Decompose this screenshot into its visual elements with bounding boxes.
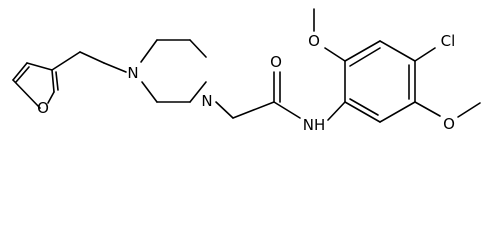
chlorine-label: Cl [441,32,456,50]
carbonyl-oxygen-label: O [270,53,282,71]
piperazine-ring [103,39,207,103]
acetamide-chain [215,71,301,119]
piperazine-n4-label: N [127,64,138,82]
furan-oxygen-label: O [37,99,49,117]
methoxy-oxygen-top-label: O [308,32,320,50]
benzene-ring [327,40,416,123]
methylene-linker [51,51,105,71]
methoxy-oxygen-right-label: O [443,115,455,133]
molecule-structure-diagram: O N N O NH O Cl O [12,8,481,134]
methoxy-group-top [313,8,346,62]
furan-ring [12,62,59,109]
piperazine-n1-label: N [201,92,212,110]
chloro-substituent [414,47,436,62]
methoxy-group-right [414,101,481,118]
amide-nitrogen-label: NH [303,116,326,134]
